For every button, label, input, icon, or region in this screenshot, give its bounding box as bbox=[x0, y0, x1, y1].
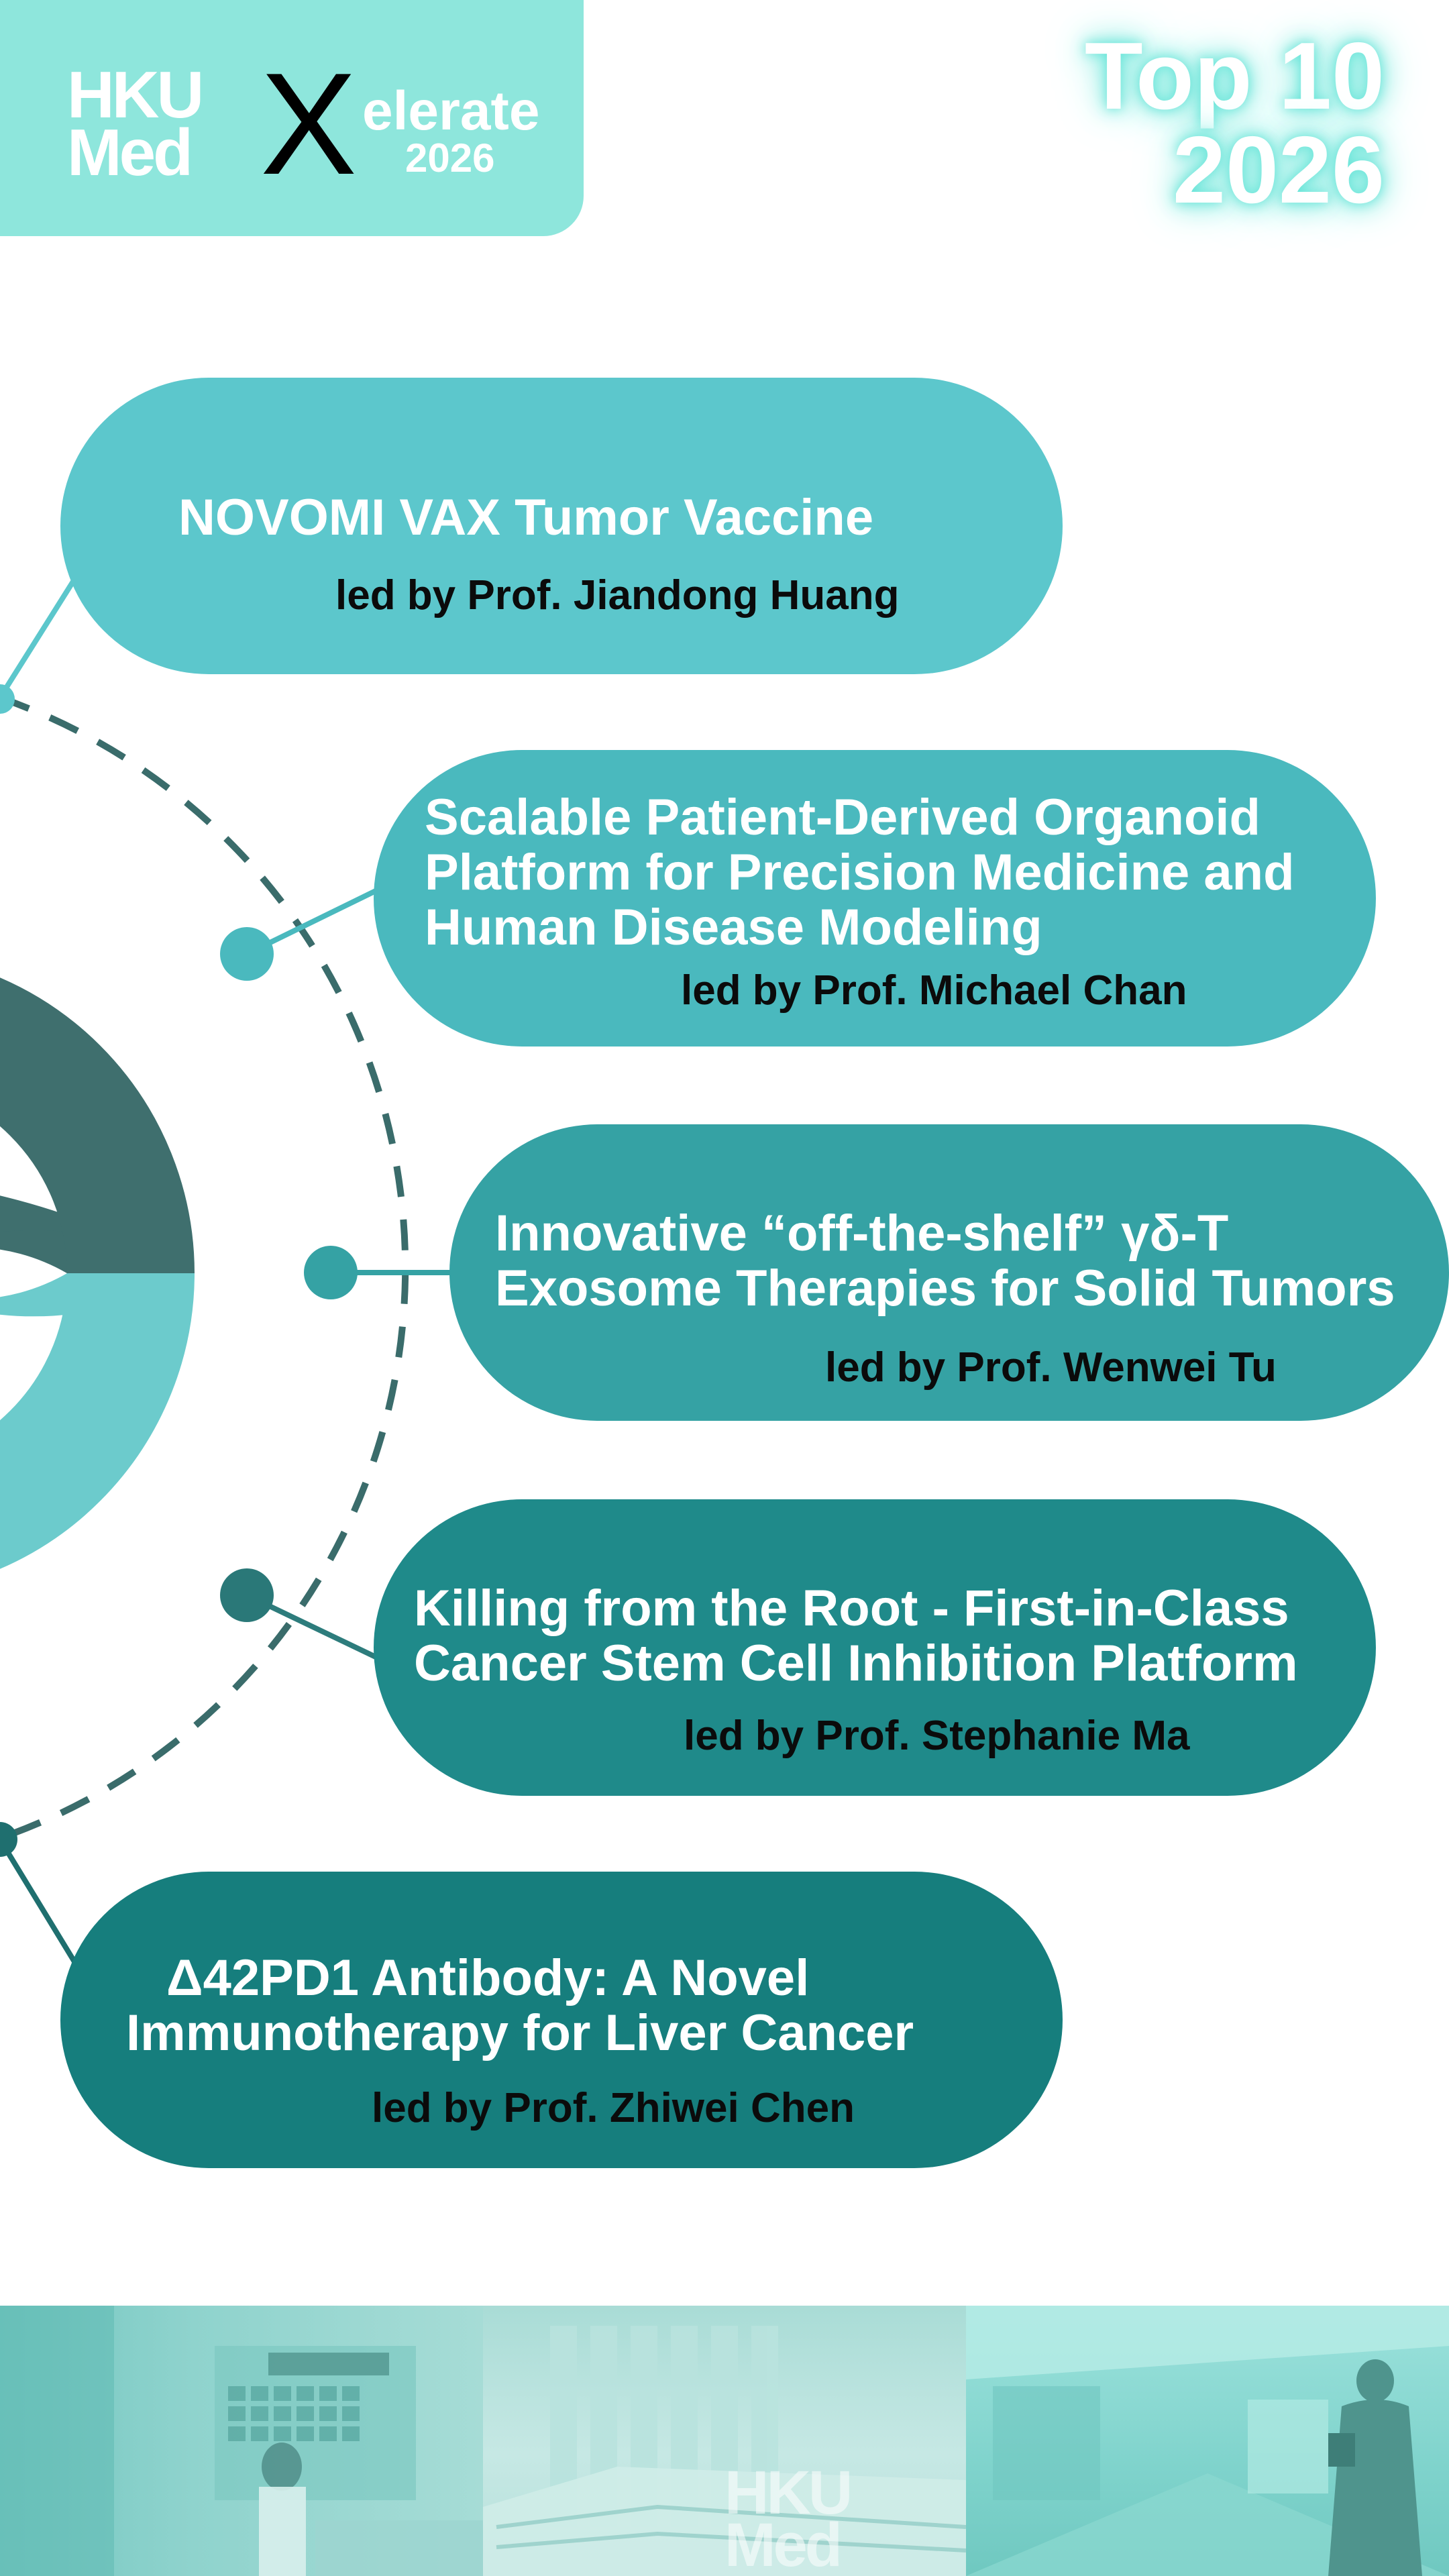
project-lead: led by Prof. Jiandong Huang bbox=[335, 572, 900, 619]
dashed-orbit-arc bbox=[0, 694, 409, 1841]
project-card-organoid-platform: Scalable Patient-Derived Organoid Platfo… bbox=[374, 750, 1376, 1046]
project-title-line: NOVOMI VAX Tumor Vaccine bbox=[178, 489, 874, 546]
logo-med-text: Med bbox=[67, 115, 193, 189]
project-title-line: Exosome Therapies for Solid Tumors bbox=[495, 1260, 1395, 1317]
project-title-line: Human Disease Modeling bbox=[425, 899, 1042, 956]
connector-dot-5 bbox=[0, 1822, 17, 1857]
project-title-line: Platform for Precision Medicine and bbox=[425, 844, 1295, 901]
connector-dot-2 bbox=[220, 927, 274, 981]
project-lead: led by Prof. Stephanie Ma bbox=[684, 1713, 1190, 1759]
project-card-novomi-vax: NOVOMI VAX Tumor Vaccine led by Prof. Ji… bbox=[60, 378, 1063, 674]
project-title-line: Immunotherapy for Liver Cancer bbox=[126, 2004, 914, 2061]
project-title: Innovative “off-the-shelf” γδ-T Exosome … bbox=[495, 1206, 1395, 1316]
project-title: Δ42PD1 Antibody: A Novel Immunotherapy f… bbox=[126, 1949, 914, 2061]
project-title-line: Cancer Stem Cell Inhibition Platform bbox=[414, 1635, 1298, 1692]
connector-line-1 bbox=[0, 576, 78, 700]
hku-med-watermark: HKU Med bbox=[724, 2459, 853, 2576]
project-title-line: Δ42PD1 Antibody: A Novel bbox=[166, 1949, 810, 2006]
logo-year-text: 2026 bbox=[405, 136, 495, 180]
project-title-line: Innovative “off-the-shelf” γδ-T bbox=[495, 1205, 1229, 1262]
hku-med-wordmark: HKU Med bbox=[67, 58, 215, 189]
project-title: Scalable Patient-Derived Organoid Platfo… bbox=[425, 790, 1295, 955]
project-title-line: Scalable Patient-Derived Organoid bbox=[425, 789, 1260, 846]
project-card-delta42pd1-antibody: Δ42PD1 Antibody: A Novel Immunotherapy f… bbox=[60, 1872, 1063, 2168]
page-title: Top 10 2026 bbox=[1084, 23, 1385, 223]
project-title-line: Killing from the Root - First-in-Class bbox=[414, 1580, 1289, 1637]
ring-dark-half bbox=[0, 977, 195, 1569]
logo-x-glyph: X bbox=[260, 42, 358, 205]
watermark-hku: HKU bbox=[724, 2459, 853, 2527]
watermark-med: Med bbox=[724, 2511, 843, 2576]
project-lead: led by Prof. Wenwei Tu bbox=[825, 1344, 1277, 1391]
connector-dot-1 bbox=[0, 684, 15, 714]
project-lead: led by Prof. Zhiwei Chen bbox=[372, 2085, 855, 2131]
project-card-gamma-delta-t-exosome: Innovative “off-the-shelf” γδ-T Exosome … bbox=[449, 1124, 1449, 1421]
hkumed-xelerate-logo: HKU Med X elerate 2026 bbox=[0, 0, 584, 236]
project-title: NOVOMI VAX Tumor Vaccine bbox=[178, 490, 873, 545]
project-title: Killing from the Root - First-in-Class C… bbox=[414, 1581, 1298, 1691]
title-line-2: 2026 bbox=[1173, 117, 1385, 223]
project-card-cancer-stem-cell: Killing from the Root - First-in-Class C… bbox=[374, 1499, 1376, 1796]
logo-elerate-text: elerate bbox=[362, 80, 540, 142]
connector-line-5 bbox=[0, 1837, 78, 1965]
corridor-statue-illustration bbox=[966, 2306, 1449, 2576]
project-lead: led by Prof. Michael Chan bbox=[681, 967, 1187, 1014]
photo-lab-scene bbox=[0, 2306, 483, 2576]
title-line-1: Top 10 bbox=[1084, 23, 1385, 129]
connector-dot-4 bbox=[220, 1568, 274, 1622]
photo-auditorium-scene: HKU Med bbox=[483, 2306, 966, 2576]
photo-corridor-statue bbox=[966, 2306, 1449, 2576]
auditorium-illustration bbox=[483, 2326, 966, 2576]
connector-dot-3 bbox=[304, 1246, 358, 1299]
logo-hku-text: HKU bbox=[67, 58, 204, 131]
lab-scene-illustration bbox=[0, 2306, 483, 2576]
campus-photo-strip: HKU Med bbox=[0, 2306, 1449, 2576]
